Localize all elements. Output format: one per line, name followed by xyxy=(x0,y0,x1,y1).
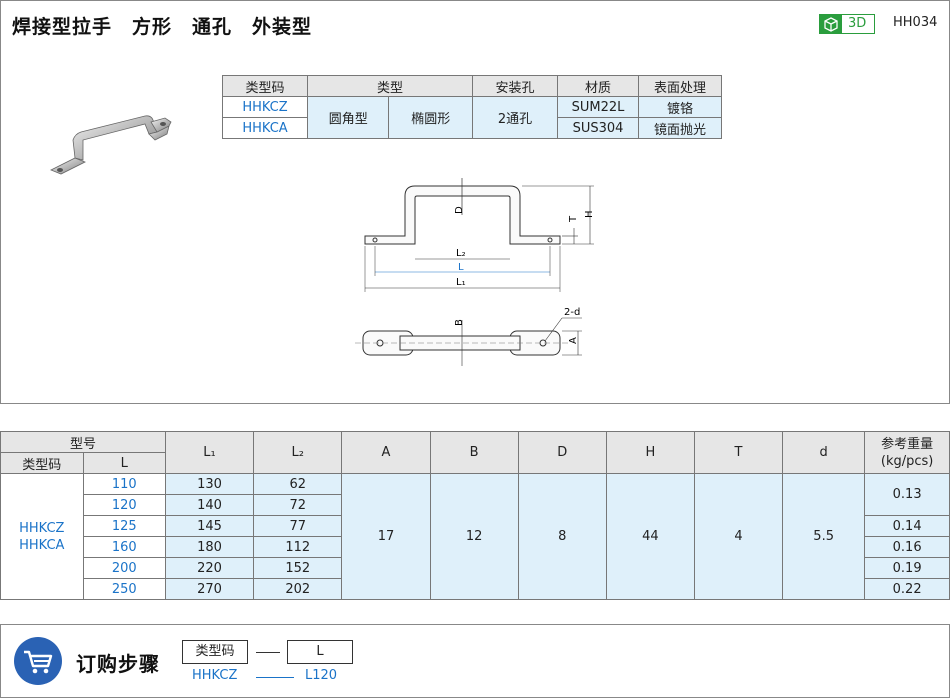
d-value: 8 xyxy=(517,473,607,600)
l2-value: 72 xyxy=(253,494,343,516)
3d-label: 3D xyxy=(848,16,867,31)
col-header-a: A xyxy=(341,431,431,474)
spec-header: 材质 xyxy=(557,75,639,97)
order-title: 订购步骤 xyxy=(76,652,160,676)
col-header-hole: d xyxy=(781,431,866,474)
col-header-d: D xyxy=(517,431,607,474)
dim-label-h: H xyxy=(584,210,595,218)
material-cell: SUM22L xyxy=(557,96,639,118)
l2-value: 152 xyxy=(253,557,343,579)
type-code-link[interactable]: HHKCA xyxy=(222,117,308,139)
type-code-header: 类型码 xyxy=(0,452,84,474)
col-header-b: B xyxy=(429,431,519,474)
dim-label-b: B xyxy=(454,319,465,326)
dim-label-d: D xyxy=(454,206,465,214)
l-value[interactable]: 160 xyxy=(82,536,166,558)
technical-drawing: D T H L₂ L L₁ B A 2-d xyxy=(355,178,595,366)
l1-value: 180 xyxy=(164,536,255,558)
order-example-type: HHKCZ xyxy=(192,668,238,683)
surface-cell: 镜面抛光 xyxy=(638,117,722,139)
material-cell: SUS304 xyxy=(557,117,639,139)
weight-value: 0.16 xyxy=(864,536,950,558)
l-value[interactable]: 250 xyxy=(82,578,166,600)
handle-photo xyxy=(50,115,172,175)
cube-icon xyxy=(820,15,842,33)
order-example-connector xyxy=(256,677,294,678)
l1-value: 270 xyxy=(164,578,255,600)
weight-value: 0.19 xyxy=(864,557,950,579)
order-connector xyxy=(256,652,280,653)
weight-value: 0.22 xyxy=(864,578,950,600)
weight-unit: (kg/pcs) xyxy=(880,453,934,469)
col-header-l1: L₁ xyxy=(164,431,255,474)
l2-value: 77 xyxy=(253,515,343,537)
t-value: 4 xyxy=(693,473,784,600)
a-value: 17 xyxy=(341,473,431,600)
l-value[interactable]: 200 xyxy=(82,557,166,579)
col-header-l2: L₂ xyxy=(253,431,343,474)
order-box-l: L xyxy=(287,640,353,664)
col-header-weight: 参考重量(kg/pcs) xyxy=(864,431,950,474)
b-value: 12 xyxy=(429,473,519,600)
dim-label-a: A xyxy=(568,337,579,344)
weight-value: 0.14 xyxy=(864,515,950,537)
weight-value: 0.13 xyxy=(864,473,950,516)
spec-header: 安装孔 xyxy=(472,75,558,97)
spec-header: 类型 xyxy=(307,75,473,97)
l1-value: 140 xyxy=(164,494,255,516)
l1-value: 130 xyxy=(164,473,255,495)
l2-value: 202 xyxy=(253,578,343,600)
l2-value: 112 xyxy=(253,536,343,558)
cart-icon xyxy=(14,637,62,685)
l2-value: 62 xyxy=(253,473,343,495)
type-code-link[interactable]: HHKCZ xyxy=(222,96,308,118)
l1-value: 220 xyxy=(164,557,255,579)
l1-value: 145 xyxy=(164,515,255,537)
l-header: L xyxy=(82,452,166,474)
spec-table: 类型码 类型 安装孔 材质 表面处理 HHKCZ 圆角型 椭圆形 2通孔 SUM… xyxy=(222,75,722,139)
type-cell: 椭圆形 xyxy=(388,96,473,139)
l-value[interactable]: 110 xyxy=(82,473,166,495)
page-title: 焊接型拉手 方形 通孔 外装型 xyxy=(12,16,313,38)
col-header-t: T xyxy=(693,431,784,474)
dim-label-t: T xyxy=(568,215,579,223)
order-example-l: L120 xyxy=(305,668,338,683)
hole-cell: 2通孔 xyxy=(472,96,558,139)
surface-cell: 镀铬 xyxy=(638,96,722,118)
hole-value: 5.5 xyxy=(781,473,866,600)
l-value[interactable]: 120 xyxy=(82,494,166,516)
dim-label-l: L xyxy=(458,262,464,273)
3d-button[interactable]: 3D xyxy=(819,14,875,34)
spec-header: 表面处理 xyxy=(638,75,722,97)
type-cell: 圆角型 xyxy=(306,96,390,139)
dim-label-l1: L₁ xyxy=(456,277,466,288)
spec-header: 类型码 xyxy=(222,75,308,97)
h-value: 44 xyxy=(605,473,695,600)
type-code-cell[interactable]: HHKCZ HHKCA xyxy=(0,473,84,600)
col-header-h: H xyxy=(605,431,695,474)
dim-label-hole: 2-d xyxy=(564,307,580,318)
dimension-table: 型号 L₁ L₂ A B D H T d 参考重量(kg/pcs) 类型码 L … xyxy=(0,431,950,600)
model-header: 型号 xyxy=(0,431,166,453)
l-value[interactable]: 125 xyxy=(82,515,166,537)
dim-label-l2: L₂ xyxy=(456,248,466,259)
order-box-type-code: 类型码 xyxy=(182,640,248,664)
weight-label: 参考重量 xyxy=(881,436,934,452)
product-code: HH034 xyxy=(893,15,938,30)
